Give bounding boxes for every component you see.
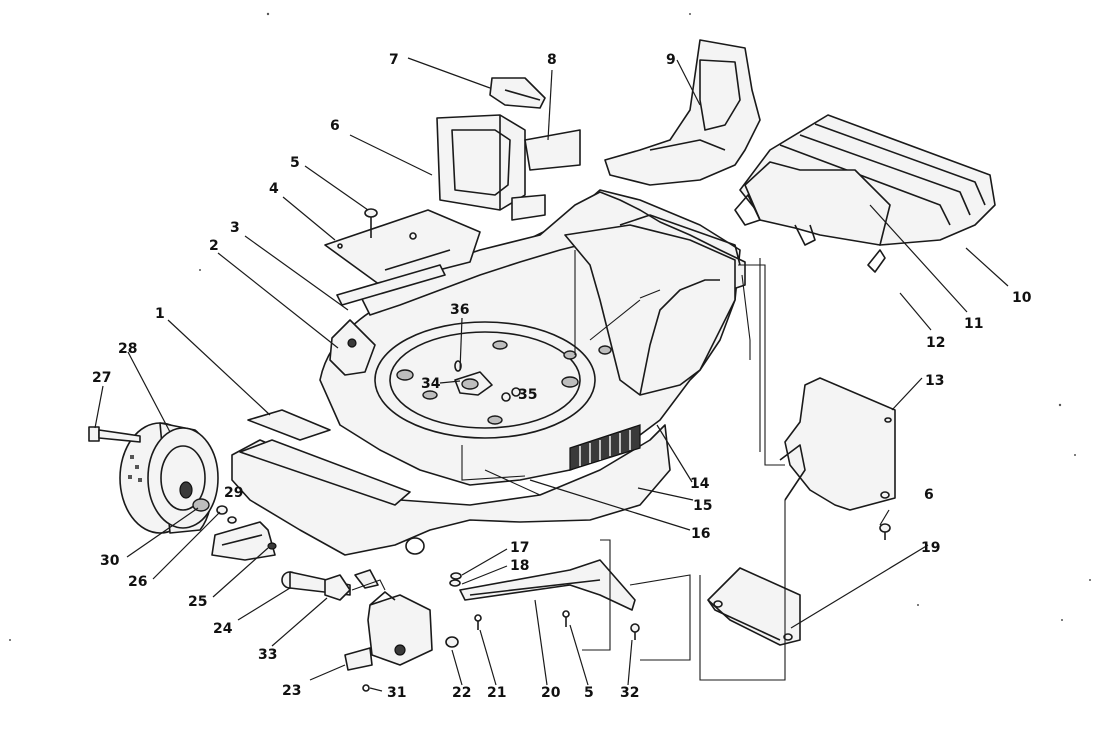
callout-12: 12	[926, 335, 945, 351]
callout-5-bottom: 5	[584, 685, 594, 701]
part-3-hinge-rod	[336, 264, 446, 306]
blade-adapter	[454, 360, 521, 402]
callout-13: 13	[925, 373, 944, 389]
part-8-flap	[511, 129, 581, 221]
callout-27: 27	[92, 370, 111, 386]
part-7-bracket	[489, 77, 546, 109]
callout-10: 10	[1012, 290, 1032, 306]
callout-25: 25	[188, 594, 207, 610]
part-19-deflector	[707, 567, 801, 646]
callout-17: 17	[510, 540, 529, 556]
callout-31: 31	[387, 685, 406, 701]
callout-29: 29	[224, 485, 243, 501]
callout-24: 24	[213, 621, 233, 637]
callout-6-bottom: 6	[924, 487, 934, 503]
part-33-axle-bracket	[324, 569, 459, 692]
callout-9: 9	[666, 52, 676, 68]
part-6-chute-frame	[436, 114, 526, 211]
deck-vents	[569, 424, 641, 471]
part-25-bracket	[211, 521, 277, 561]
callout-36: 36	[450, 302, 469, 318]
callout-19: 19	[921, 540, 940, 556]
callout-4: 4	[269, 181, 279, 197]
callout-14: 14	[690, 476, 710, 492]
callout-26: 26	[128, 574, 147, 590]
callout-33: 33	[258, 647, 277, 663]
callout-18: 18	[510, 558, 529, 574]
part-13-rear-flap	[779, 377, 896, 511]
part-27-bolt	[88, 426, 141, 443]
callout-numbers: 7 8 9 6 5 4 3 2 1 28 27 36 34 35 10 11 1…	[92, 52, 1032, 701]
callout-28: 28	[118, 341, 137, 357]
part-2-hinge-bracket	[329, 319, 376, 376]
callout-11: 11	[964, 316, 983, 332]
part-9-deflector	[604, 39, 761, 186]
callout-21: 21	[487, 685, 506, 701]
callout-30: 30	[100, 553, 120, 569]
axle-hardware	[192, 498, 237, 524]
callout-20: 20	[541, 685, 561, 701]
callout-8: 8	[547, 52, 557, 68]
callout-16: 16	[691, 526, 710, 542]
callout-22: 22	[452, 685, 471, 701]
scan-noise	[9, 12, 1091, 641]
callout-15: 15	[693, 498, 712, 514]
leader-lines	[94, 57, 1009, 692]
callout-3: 3	[230, 220, 240, 236]
callout-5-top: 5	[290, 155, 300, 171]
part-20-front-rake	[449, 559, 636, 630]
mower-deck	[231, 189, 746, 556]
callout-7: 7	[389, 52, 399, 68]
alignment-lines	[351, 250, 786, 681]
part-32-fastener	[630, 623, 640, 640]
callout-34: 34	[421, 376, 441, 392]
part-6-screw	[879, 523, 891, 540]
callout-35: 35	[518, 387, 537, 403]
part-10-grass-bag	[734, 114, 996, 273]
callout-32: 32	[620, 685, 639, 701]
callout-2: 2	[209, 238, 219, 254]
callout-23: 23	[282, 683, 301, 699]
callout-1: 1	[155, 306, 165, 322]
callout-6-top: 6	[330, 118, 340, 134]
